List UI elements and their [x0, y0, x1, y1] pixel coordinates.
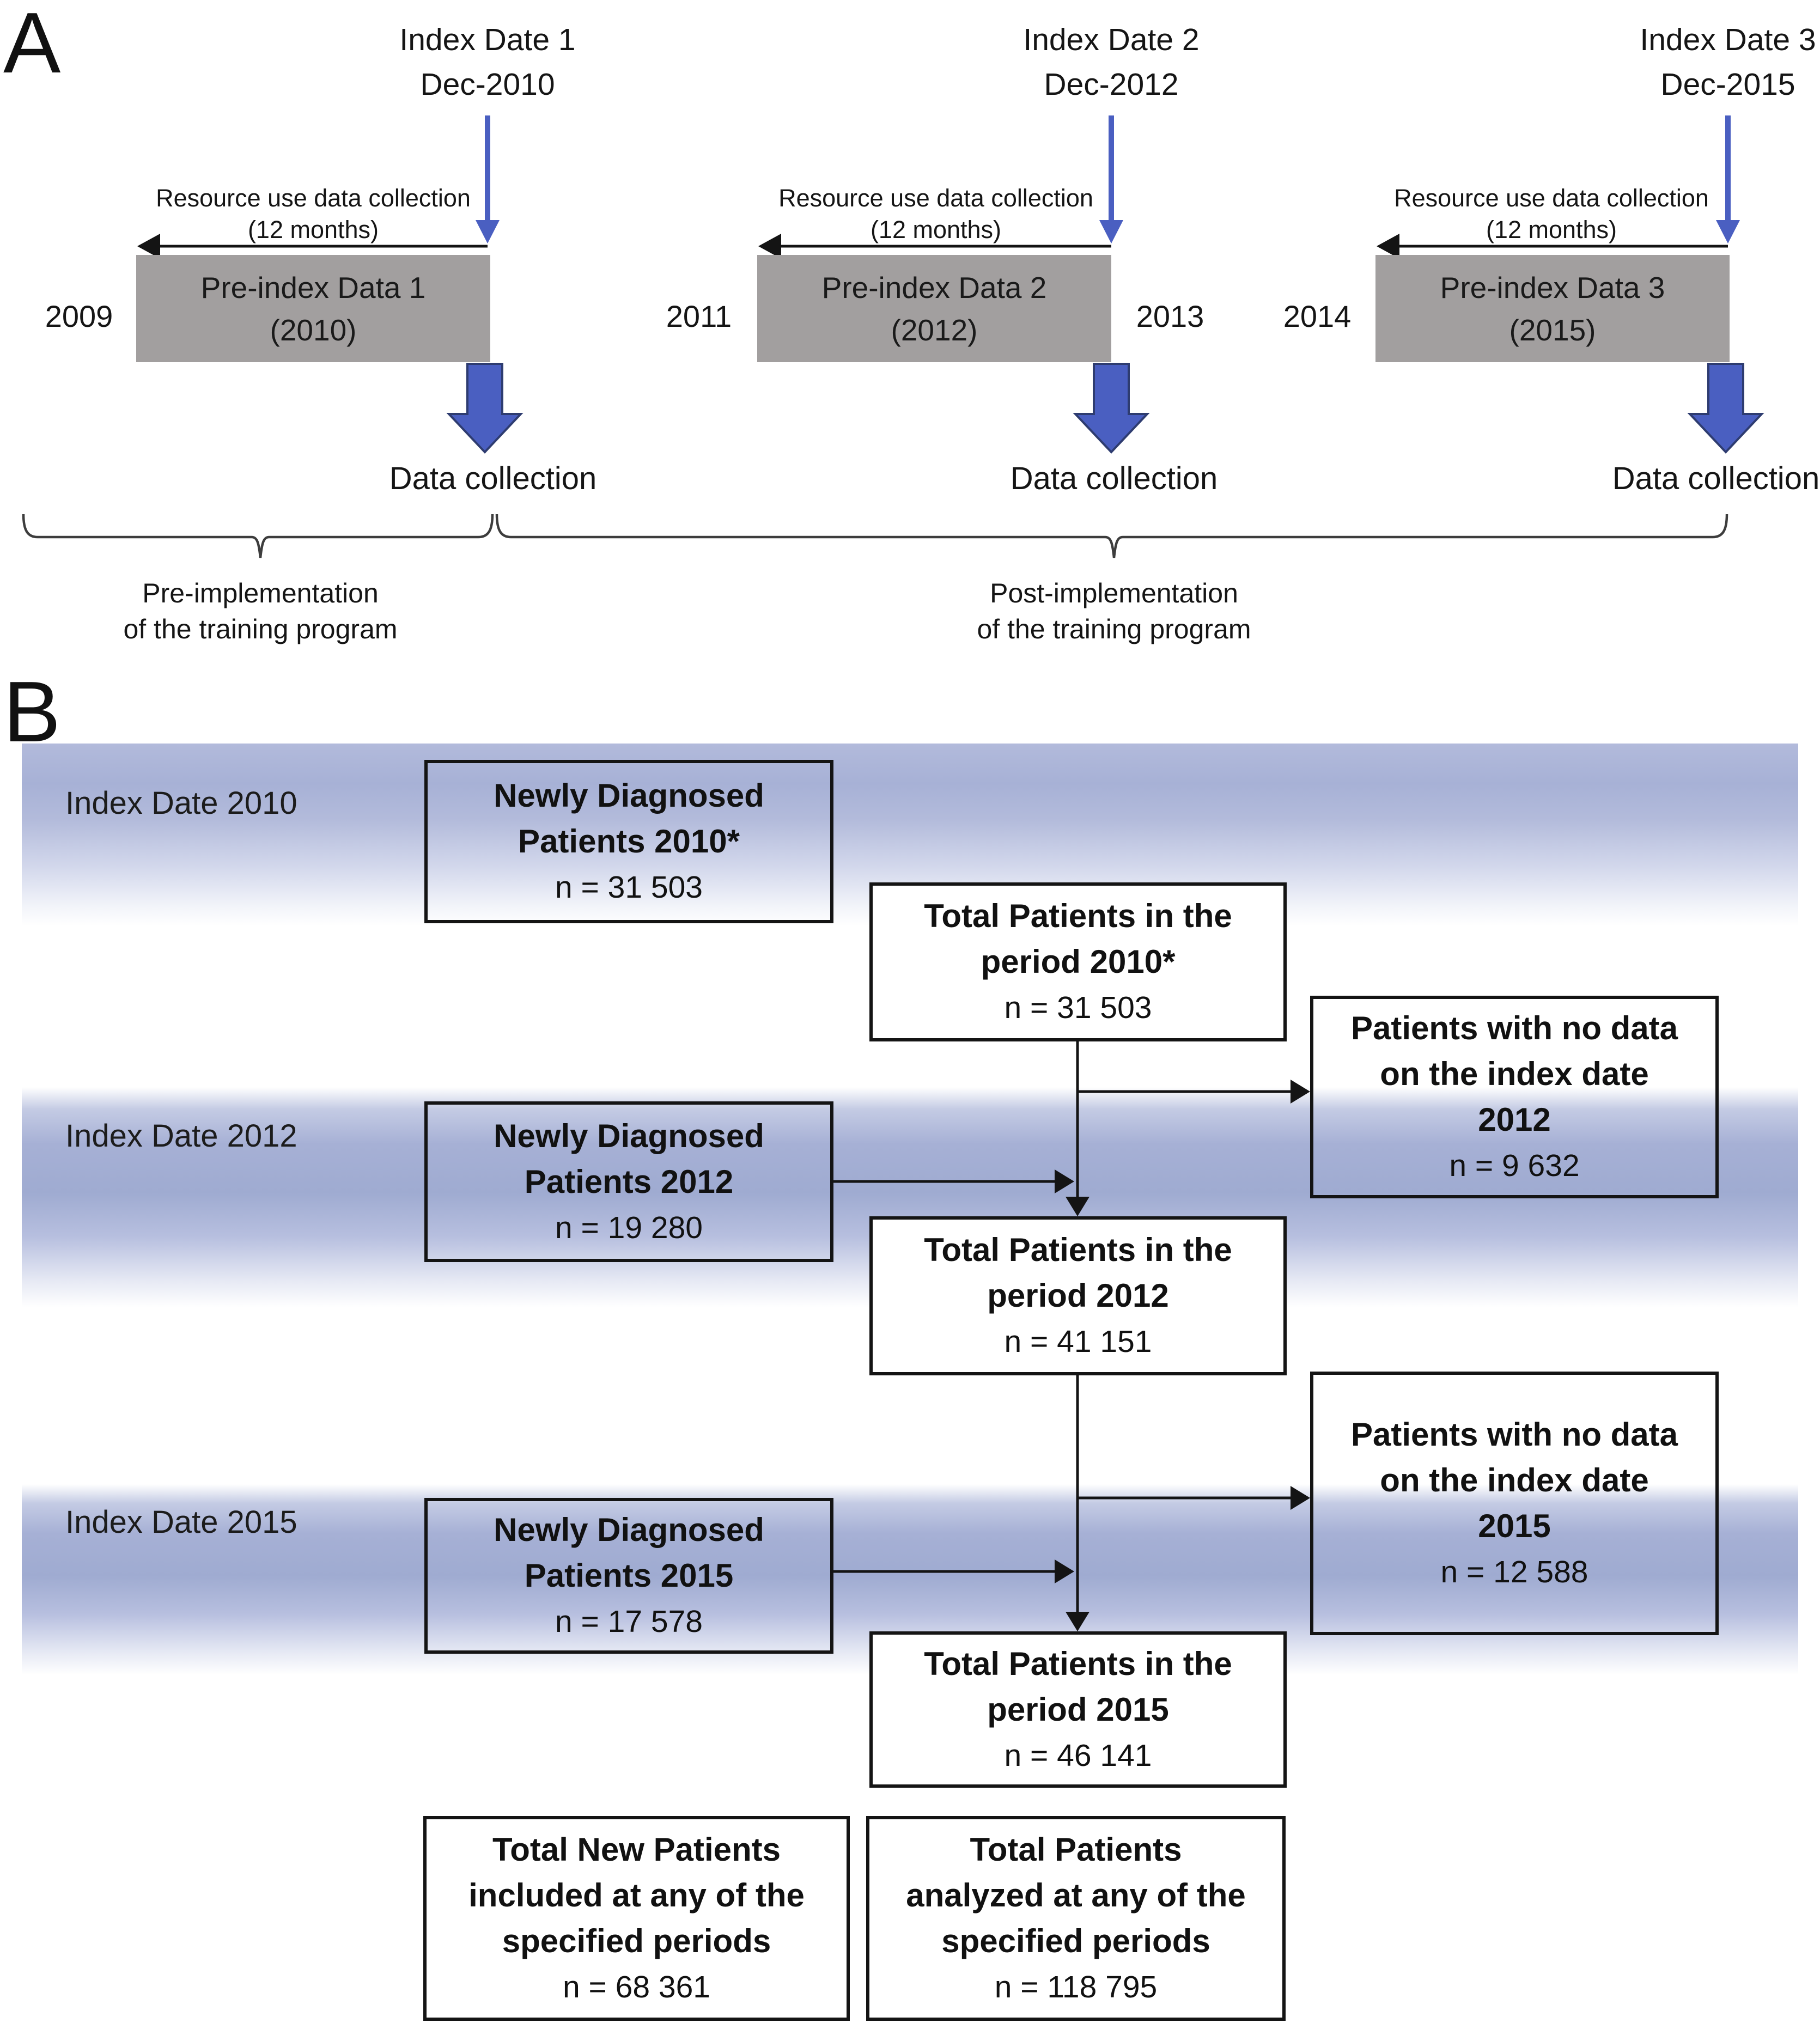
resource-label-2: Resource use data collection	[778, 184, 1093, 212]
index-date-3-title: Index Date 3	[1640, 22, 1816, 57]
box-total-2010-n: n = 31 503	[1004, 990, 1152, 1025]
box-total-patients-analyzed: Total Patients analyzed at any of the sp…	[866, 1816, 1286, 2021]
pre-implementation-label-line1: Pre-implementation	[142, 578, 379, 608]
data-collection-arrow-3	[1687, 363, 1764, 454]
year-2013: 2013	[1136, 299, 1204, 333]
box-bottom-left-line1: Total New Patients	[492, 1831, 781, 1868]
index-date-1-title: Index Date 1	[399, 22, 576, 57]
pre-index-box-1-title: Pre-index Data 1	[200, 270, 426, 304]
index-date-3-date: Dec-2015	[1660, 67, 1795, 102]
index-date-1-date: Dec-2010	[420, 67, 555, 102]
box-total-period-2015: Total Patients in the period 2015 n = 46…	[869, 1631, 1287, 1788]
box-newly-2012-n: n = 19 280	[555, 1210, 703, 1245]
box-total-2015-line1: Total Patients in the	[924, 1645, 1232, 1682]
band-label-2010: Index Date 2010	[65, 785, 297, 821]
resource-label-1: Resource use data collection	[156, 184, 471, 212]
flow-connector-total2012-to-total2015	[1066, 1375, 1089, 1631]
box-nodata-2012-line3: 2012	[1478, 1101, 1551, 1138]
box-newly-diagnosed-2010: Newly Diagnosed Patients 2010* n = 31 50…	[424, 760, 833, 923]
panel-b-label: B	[3, 664, 61, 760]
box-total-2015-n: n = 46 141	[1004, 1738, 1152, 1773]
data-collection-label-2: Data collection	[1010, 461, 1218, 496]
post-implementation-label-line2: of the training program	[977, 614, 1251, 644]
box-newly-diagnosed-2015: Newly Diagnosed Patients 2015 n = 17 578	[424, 1498, 833, 1654]
box-nodata-2012-line2: on the index date	[1380, 1056, 1649, 1092]
flow-connector-branch-nodata2015	[1078, 1486, 1310, 1510]
box-bottom-center-n: n = 118 795	[994, 1970, 1158, 2004]
resource-months-2: (12 months)	[870, 216, 1002, 243]
pre-index-box-2-title: Pre-index Data 2	[821, 270, 1047, 304]
box-total-2012-line1: Total Patients in the	[924, 1232, 1232, 1268]
flow-connector-branch-nodata2012	[1078, 1080, 1310, 1104]
box-no-data-2012: Patients with no data on the index date …	[1310, 996, 1719, 1198]
data-collection-label-3: Data collection	[1612, 461, 1820, 496]
box-bottom-left-line2: included at any of the	[468, 1877, 805, 1914]
box-total-2015-line2: period 2015	[987, 1691, 1169, 1728]
box-total-2010-line1: Total Patients in the	[924, 898, 1232, 934]
flow-connector-newly2015-to-total	[833, 1559, 1074, 1583]
resource-months-1: (12 months)	[247, 216, 379, 243]
box-nodata-2012-line1: Patients with no data	[1350, 1010, 1678, 1046]
box-total-2012-line2: period 2012	[987, 1277, 1169, 1314]
lookback-arrow-3	[1377, 234, 1728, 259]
box-total-2012-n: n = 41 151	[1004, 1324, 1152, 1359]
box-newly-2015-n: n = 17 578	[555, 1604, 703, 1639]
index-date-arrow-1	[476, 115, 500, 243]
box-nodata-2015-line3: 2015	[1478, 1508, 1551, 1544]
year-2009: 2009	[45, 299, 113, 333]
post-implementation-brace	[495, 514, 1728, 558]
box-newly-2010-line2: Patients 2010*	[518, 823, 740, 860]
index-date-2-title: Index Date 2	[1023, 22, 1200, 57]
post-implementation-label-line1: Post-implementation	[990, 578, 1238, 608]
box-total-period-2010: Total Patients in the period 2010* n = 3…	[869, 882, 1287, 1041]
box-nodata-2012-n: n = 9 632	[1449, 1148, 1580, 1183]
pre-index-box-3-title: Pre-index Data 3	[1440, 270, 1665, 304]
box-bottom-left-n: n = 68 361	[562, 1970, 710, 2004]
data-collection-arrow-2	[1073, 363, 1150, 454]
year-2014: 2014	[1283, 299, 1352, 333]
box-bottom-left-line3: specified periods	[502, 1923, 771, 1959]
box-bottom-center-line3: specified periods	[941, 1923, 1210, 1959]
box-total-2010-line2: period 2010*	[981, 943, 1176, 980]
resource-label-3: Resource use data collection	[1394, 184, 1709, 212]
box-nodata-2015-line1: Patients with no data	[1350, 1416, 1678, 1453]
pre-index-box-3-year: (2015)	[1509, 313, 1596, 347]
year-2011: 2011	[666, 299, 732, 333]
pre-index-box-1: Pre-index Data 1 (2010)	[136, 255, 490, 362]
box-nodata-2015-line2: on the index date	[1380, 1462, 1649, 1498]
pre-index-box-2: Pre-index Data 2 (2012)	[757, 255, 1111, 362]
band-label-2015: Index Date 2015	[65, 1504, 297, 1540]
pre-implementation-label-line2: of the training program	[123, 614, 398, 644]
box-newly-diagnosed-2012: Newly Diagnosed Patients 2012 n = 19 280	[424, 1101, 833, 1262]
index-date-arrow-3	[1716, 115, 1740, 243]
flow-connector-newly2012-to-total	[833, 1169, 1074, 1193]
lookback-arrow-1	[137, 234, 488, 259]
box-newly-2015-line1: Newly Diagnosed	[494, 1512, 764, 1548]
data-collection-label-1: Data collection	[389, 461, 597, 496]
index-date-arrow-2	[1099, 115, 1123, 243]
box-bottom-center-line2: analyzed at any of the	[906, 1877, 1246, 1914]
pre-index-box-2-year: (2012)	[891, 313, 978, 347]
flow-connector-total2010-to-total2012	[1066, 1041, 1089, 1216]
box-total-period-2012: Total Patients in the period 2012 n = 41…	[869, 1216, 1287, 1375]
panel-a-label: A	[3, 0, 61, 91]
box-newly-2012-line2: Patients 2012	[524, 1163, 734, 1200]
pre-index-box-1-year: (2010)	[270, 313, 357, 347]
box-newly-2010-n: n = 31 503	[555, 870, 703, 905]
index-date-2-date: Dec-2012	[1044, 67, 1179, 102]
box-nodata-2015-n: n = 12 588	[1440, 1555, 1588, 1589]
data-collection-arrow-1	[446, 363, 524, 454]
box-no-data-2015: Patients with no data on the index date …	[1310, 1372, 1719, 1635]
box-bottom-center-line1: Total Patients	[970, 1831, 1182, 1868]
band-label-2012: Index Date 2012	[65, 1118, 297, 1154]
box-total-new-patients: Total New Patients included at any of th…	[423, 1816, 850, 2021]
lookback-arrow-2	[758, 234, 1111, 259]
box-newly-2010-line1: Newly Diagnosed	[494, 777, 764, 814]
box-newly-2015-line2: Patients 2015	[524, 1557, 734, 1594]
pre-index-box-3: Pre-index Data 3 (2015)	[1375, 255, 1730, 362]
box-newly-2012-line1: Newly Diagnosed	[494, 1117, 764, 1154]
pre-implementation-brace	[22, 514, 494, 558]
resource-months-3: (12 months)	[1486, 216, 1617, 243]
